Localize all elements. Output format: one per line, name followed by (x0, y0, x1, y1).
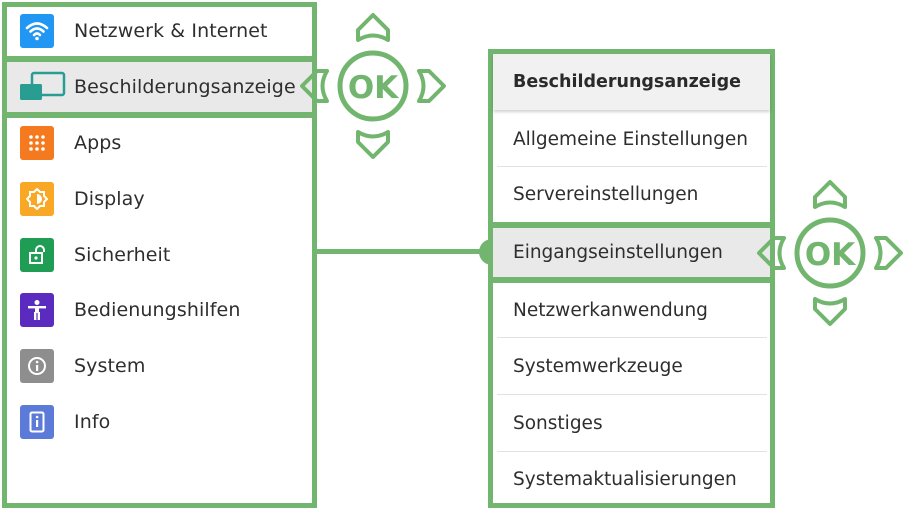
dpad-left-arrow-icon (300, 69, 329, 103)
divider (497, 337, 767, 338)
accessibility-icon (20, 293, 54, 327)
menu-item-accessibility[interactable]: Bedienungshilfen (10, 282, 312, 338)
remote-dpad-right: OK (757, 180, 903, 326)
divider (497, 166, 767, 167)
menu-item-label: Info (74, 411, 111, 433)
menu-item-network-application[interactable]: Netzwerkanwendung (513, 299, 708, 321)
focus-frame-bottom (488, 277, 775, 283)
ok-label: OK (348, 70, 399, 106)
signage-display-icon (18, 70, 66, 104)
menu-item-label: Sicherheit (74, 244, 171, 266)
ok-button-ring (794, 217, 866, 289)
menu-header-title: Beschilderungsanzeige (513, 72, 742, 92)
menu-item-system-tools[interactable]: Systemwerkzeuge (513, 355, 683, 377)
menu-item-apps[interactable]: Apps (10, 115, 312, 171)
left-panel-frame (2, 2, 317, 508)
menu-item-label: Display (74, 188, 145, 210)
remote-dpad-left: OK (300, 13, 446, 159)
menu-item-system-updates[interactable]: Systemaktualisierungen (513, 468, 737, 490)
focus-frame-top (2, 56, 317, 62)
device-info-icon (20, 405, 54, 439)
info-circle-icon (20, 349, 54, 383)
divider (497, 451, 767, 452)
menu-item-display[interactable]: Display (10, 171, 312, 227)
menu-item-label: Beschilderungsanzeige (74, 76, 296, 98)
menu-item-label: Netzwerk & Internet (74, 20, 268, 42)
menu-item-system[interactable]: System (10, 338, 312, 394)
menu-item-label: Apps (74, 132, 122, 154)
menu-header-bar (493, 54, 770, 110)
menu-item-info[interactable]: Info (10, 394, 312, 450)
menu-item-input-settings[interactable]: Eingangseinstellungen (513, 242, 723, 263)
menu-item-server-settings[interactable]: Servereinstellungen (513, 184, 699, 205)
dpad-up-arrow-icon (356, 13, 390, 42)
dpad-down-arrow-icon (813, 297, 847, 326)
dpad-left-arrow-icon (757, 236, 786, 270)
menu-item-misc[interactable]: Sonstiges (513, 412, 603, 434)
dpad-up-arrow-icon (813, 180, 847, 209)
focus-frame-top (488, 222, 775, 228)
focus-frame-bottom (2, 112, 317, 118)
display-brightness-icon (20, 182, 54, 216)
menu-item-security[interactable]: Sicherheit (10, 227, 312, 283)
dpad-right-arrow-icon (874, 236, 903, 270)
wifi-icon (20, 14, 54, 48)
selected-row-background (493, 228, 770, 277)
dpad-down-arrow-icon (356, 130, 390, 159)
ok-button-ring (337, 50, 409, 122)
ok-label: OK (805, 237, 856, 273)
menu-item-label: System (74, 355, 146, 377)
menu-item-signage-display[interactable]: Beschilderungsanzeige (10, 59, 312, 115)
connector-line (317, 249, 492, 254)
menu-item-label: Bedienungshilfen (74, 299, 241, 321)
dpad-right-arrow-icon (417, 69, 446, 103)
selected-row-background (7, 62, 312, 112)
menu-item-general-settings[interactable]: Allgemeine Einstellungen (513, 128, 748, 150)
menu-item-network[interactable]: Netzwerk & Internet (10, 3, 312, 59)
apps-grid-icon (20, 126, 54, 160)
divider (497, 394, 767, 395)
unlock-icon (20, 238, 54, 272)
